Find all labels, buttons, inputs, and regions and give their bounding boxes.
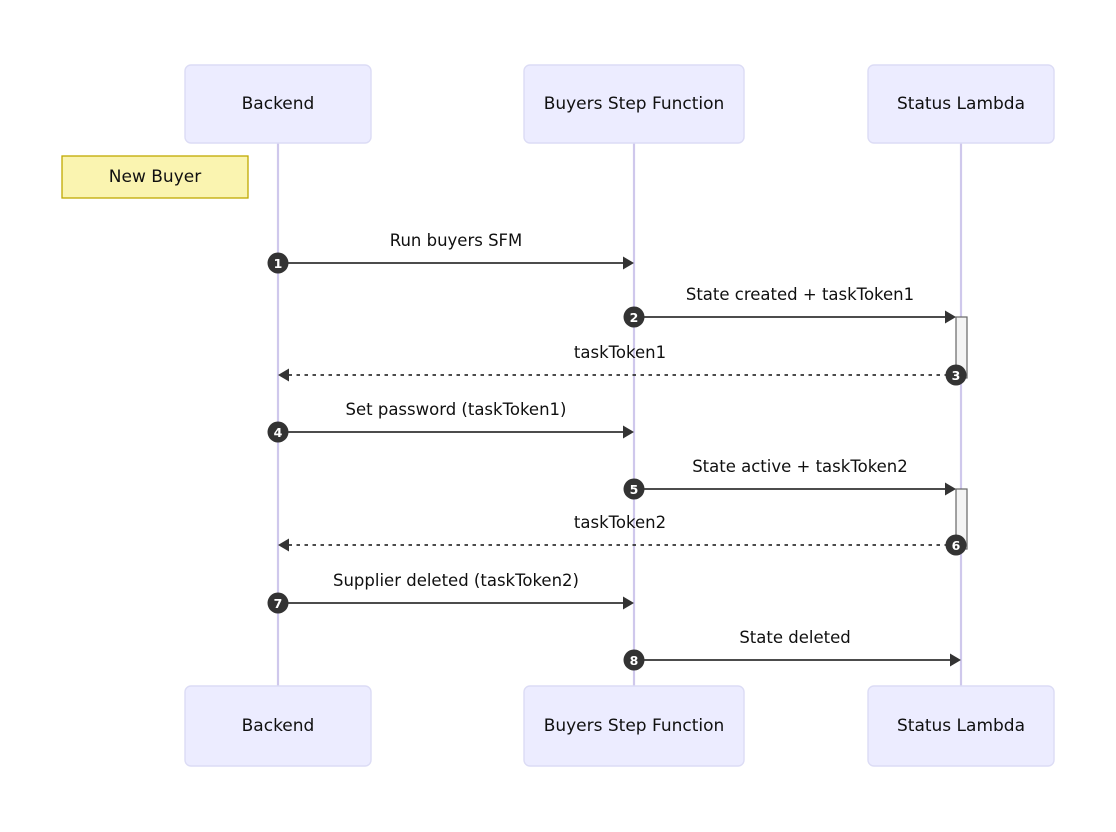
message-arrowhead-8 [950,653,961,667]
message-label-2: State created + taskToken1 [686,285,914,304]
message-label-8: State deleted [739,628,850,647]
notes-layer: New Buyer [61,155,249,199]
message-label-5: State active + taskToken2 [692,457,908,476]
sequence-badge-4 [267,421,289,443]
message-label-3: taskToken1 [574,343,666,362]
message-label-1: Run buyers SFM [390,231,523,250]
sequence-badge-5 [623,478,645,500]
message-arrowhead-5 [945,482,956,496]
sequence-badge-2 [623,306,645,328]
message-arrowhead-1 [623,256,634,270]
sequence-badge-number-3: 3 [952,368,961,383]
sequence-badge-number-1: 1 [274,256,283,271]
sequence-badge-number-5: 5 [630,482,639,497]
note-label-new-buyer: New Buyer [109,167,201,187]
actor-top-status-lambda[interactable]: Status Lambda [867,64,1055,144]
message-arrowhead-4 [623,425,634,439]
message-1: Run buyers SFM 1 [267,231,634,274]
sequence-badge-7 [267,592,289,614]
actor-bottom-buyers-step-function[interactable]: Buyers Step Function [523,685,745,767]
actor-box-bottom-backend[interactable] [184,685,372,767]
actor-top-backend[interactable]: Backend [184,64,372,144]
message-label-4: Set password (taskToken1) [346,400,567,419]
sequence-badge-number-7: 7 [274,596,283,611]
message-6: taskToken2 6 [278,513,967,556]
actor-top-buyers-step-function[interactable]: Buyers Step Function [523,64,745,144]
actor-label-bottom-status-lambda: Status Lambda [897,716,1025,736]
sequence-badge-number-4: 4 [274,425,283,440]
message-8: State deleted 8 [623,628,961,671]
actor-label-top-backend: Backend [242,94,315,114]
message-arrowhead-3 [278,368,289,382]
sequence-badge-1 [267,252,289,274]
note-new-buyer: New Buyer [61,155,249,199]
actor-label-bottom-buyers-step-function: Buyers Step Function [544,716,725,736]
message-label-6: taskToken2 [574,513,666,532]
sequence-badge-number-2: 2 [630,310,639,325]
sequence-badge-number-8: 8 [630,653,639,668]
message-label-7: Supplier deleted (taskToken2) [333,571,579,590]
actor-box-bottom-status-lambda[interactable] [867,685,1055,767]
message-arrowhead-7 [623,596,634,610]
note-box-new-buyer [61,155,249,199]
message-7: Supplier deleted (taskToken2) 7 [267,571,634,614]
message-3: taskToken1 3 [278,343,967,386]
message-arrowhead-6 [278,538,289,552]
actor-box-bottom-buyers-step-function[interactable] [523,685,745,767]
sequence-badge-3 [945,364,967,386]
actor-label-top-status-lambda: Status Lambda [897,94,1025,114]
message-arrowhead-2 [945,310,956,324]
actor-box-top-backend[interactable] [184,64,372,144]
actor-bottom-backend[interactable]: Backend [184,685,372,767]
sequence-badge-number-6: 6 [952,538,961,553]
sequence-badge-6 [945,534,967,556]
actor-box-top-status-lambda[interactable] [867,64,1055,144]
actor-label-top-buyers-step-function: Buyers Step Function [544,94,725,114]
message-5: State active + taskToken2 5 [623,457,956,500]
actor-label-bottom-backend: Backend [242,716,315,736]
actor-bottom-status-lambda[interactable]: Status Lambda [867,685,1055,767]
message-4: Set password (taskToken1) 4 [267,400,634,443]
actor-box-top-buyers-step-function[interactable] [523,64,745,144]
sequence-badge-8 [623,649,645,671]
message-2: State created + taskToken1 2 [623,285,956,328]
